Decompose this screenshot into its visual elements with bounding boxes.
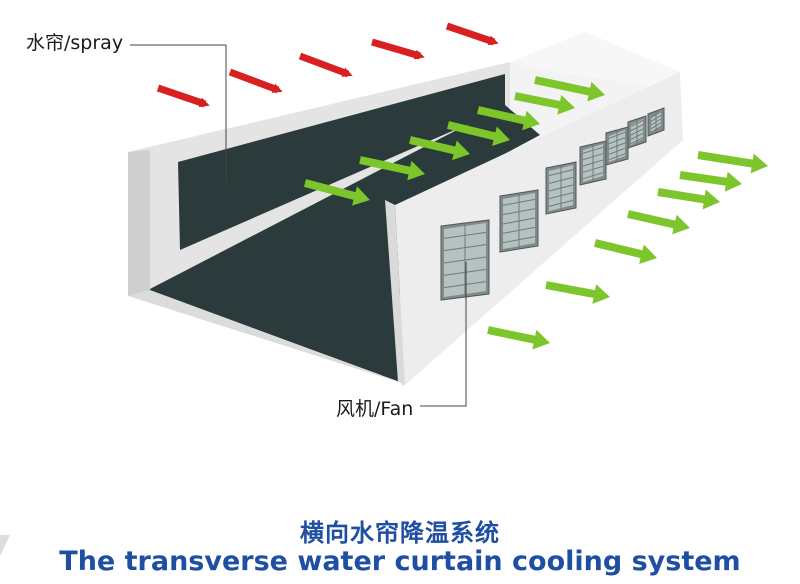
hot-air-arrows: [156, 22, 499, 108]
hot-air-arrow-icon: [298, 52, 353, 78]
title-chinese: 横向水帘降温系统: [300, 519, 500, 547]
cool-air-arrow-icon: [627, 210, 690, 235]
interior-floor: [148, 105, 540, 382]
title-english: The transverse water curtain cooling sys…: [59, 546, 741, 577]
cool-air-arrow-icon: [594, 239, 657, 264]
cool-air-arrow-icon: [409, 136, 470, 161]
exhaust-fan-icon: [499, 189, 539, 253]
hot-air-arrow-icon: [156, 84, 210, 108]
cool-air-arrow-icon: [697, 151, 768, 174]
spray-label: 水帘/spray: [26, 32, 124, 54]
cool-air-arrow-icon: [303, 179, 370, 206]
exhaust-fan-icon: [627, 115, 647, 149]
water-curtain-pad: [178, 74, 505, 250]
cool-air-arrows: [303, 76, 768, 350]
cool-air-arrow-icon: [514, 92, 575, 115]
hot-air-arrow-icon: [445, 22, 499, 46]
fan-label: 风机/Fan: [336, 398, 414, 420]
exhaust-fan-icon: [605, 126, 629, 166]
cool-air-arrow-icon: [657, 188, 720, 210]
cool-air-arrow-icon: [679, 171, 742, 192]
cool-air-arrow-icon: [545, 281, 610, 304]
front-end-face: [128, 290, 405, 386]
hot-air-arrow-icon: [371, 38, 425, 60]
exhaust-fan-icon: [440, 219, 490, 301]
exhaust-fans: [440, 107, 665, 301]
left-end-wall: [128, 150, 150, 296]
fan-leader-line: [420, 262, 467, 407]
far-gable: [510, 32, 680, 86]
cool-air-arrow-icon: [487, 326, 550, 350]
cool-air-arrow-icon: [534, 76, 605, 102]
fan-wall-top-edge: [385, 200, 405, 385]
exhaust-fan-icon: [579, 140, 607, 186]
exhaust-fan-icon: [545, 161, 577, 215]
cool-air-arrow-icon: [447, 121, 510, 146]
cool-air-arrow-icon: [359, 156, 425, 181]
hot-air-arrow-icon: [228, 68, 283, 94]
spray-leader-line: [130, 44, 227, 182]
cool-air-arrow-icon: [477, 106, 540, 131]
corner-decoration: [0, 535, 10, 556]
exhaust-fan-icon: [647, 107, 665, 137]
building: [128, 32, 683, 386]
